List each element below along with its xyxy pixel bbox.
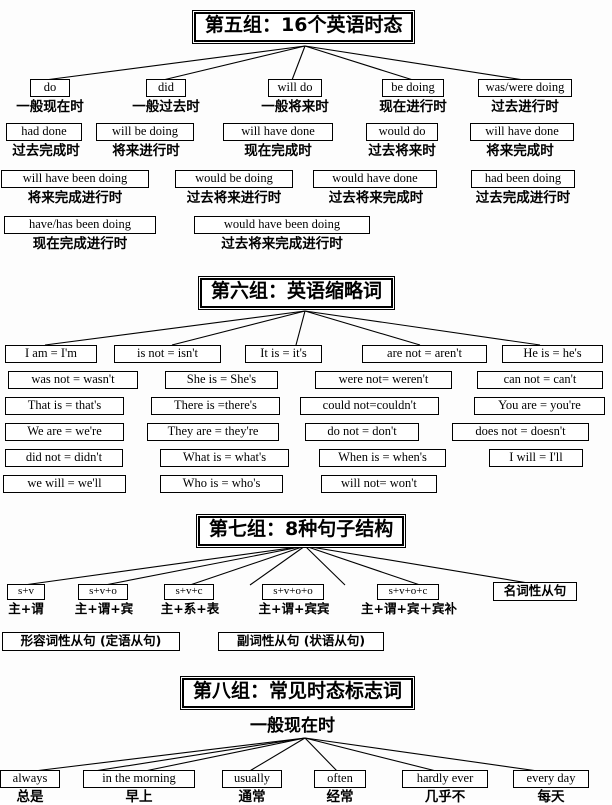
contraction-box[interactable]: That is = that's <box>5 397 124 415</box>
contraction-box[interactable]: does not = doesn't <box>452 423 589 441</box>
tense-label: 将来完成时 <box>486 143 554 159</box>
section-title-group5: 第五组：16个英语时态 <box>192 10 416 44</box>
contraction-box[interactable]: I am = I'm <box>5 345 97 363</box>
section-title-group6: 第六组：英语缩略词 <box>198 276 396 310</box>
tense-label: 将来完成进行时 <box>27 190 123 206</box>
marker-label: 总是 <box>16 789 44 805</box>
tense-label: 过去完成时 <box>12 143 80 159</box>
tense-label: 将来进行时 <box>112 143 180 159</box>
tense-box[interactable]: will be doing <box>96 123 194 141</box>
group8-subtitle: 一般现在时 <box>250 716 335 736</box>
contraction-box[interactable]: we will = we'll <box>3 475 126 493</box>
pattern-label: 主+系+表 <box>160 601 220 616</box>
tense-box[interactable]: had been doing <box>471 170 575 188</box>
tense-label: 一般将来时 <box>261 99 329 115</box>
contraction-box[interactable]: They are = they're <box>147 423 279 441</box>
contraction-box[interactable]: We are = we're <box>5 423 124 441</box>
tense-label: 过去进行时 <box>491 99 559 115</box>
pattern-box[interactable]: s+v <box>7 584 45 600</box>
contraction-box[interactable]: can not = can't <box>477 371 603 389</box>
marker-label: 早上 <box>125 789 153 805</box>
contraction-box[interactable]: I will = I'll <box>489 449 583 467</box>
section-title-group6-text: 第六组：英语缩略词 <box>200 278 394 308</box>
contraction-box[interactable]: Who is = who's <box>160 475 283 493</box>
contraction-box[interactable]: did not = didn't <box>5 449 123 467</box>
contraction-box[interactable]: will not= won't <box>321 475 437 493</box>
contraction-box[interactable]: He is = he's <box>502 345 603 363</box>
contraction-box[interactable]: is not = isn't <box>114 345 221 363</box>
contraction-box[interactable]: are not = aren't <box>362 345 487 363</box>
tense-box[interactable]: had done <box>6 123 82 141</box>
tense-box[interactable]: did <box>146 79 186 97</box>
pattern-label: 主+谓+宾 <box>74 601 134 616</box>
tense-label: 现在进行时 <box>379 99 447 115</box>
contraction-box[interactable]: could not=couldn't <box>300 397 439 415</box>
tense-label: 一般过去时 <box>132 99 200 115</box>
tense-box[interactable]: would have done <box>313 170 437 188</box>
tense-box[interactable]: would have been doing <box>194 216 370 234</box>
contraction-box[interactable]: When is = when's <box>319 449 446 467</box>
section-title-group7: 第七组：8种句子结构 <box>196 514 407 548</box>
tense-label: 过去将来进行时 <box>186 190 282 206</box>
marker-label: 几乎不 <box>424 789 466 805</box>
contraction-box[interactable]: It is = it's <box>245 345 322 363</box>
tense-box[interactable]: would do <box>366 123 438 141</box>
tense-box[interactable]: would be doing <box>175 170 293 188</box>
tense-box[interactable]: do <box>30 79 70 97</box>
contraction-box[interactable]: was not = wasn't <box>8 371 138 389</box>
tense-box[interactable]: be doing <box>382 79 444 97</box>
pattern-label: 主+谓+宾＋宾补 <box>361 601 457 616</box>
pattern-box[interactable]: s+v+o <box>78 584 128 600</box>
clause-box[interactable]: 副词性从句 (状语从句) <box>218 632 384 651</box>
tense-box[interactable]: will have done <box>223 123 333 141</box>
marker-box[interactable]: hardly ever <box>402 770 488 788</box>
contraction-box[interactable]: What is = what's <box>160 449 289 467</box>
contraction-box[interactable]: were not= weren't <box>315 371 452 389</box>
tense-box[interactable]: will do <box>268 79 322 97</box>
tense-label: 过去将来时 <box>368 143 436 159</box>
pattern-box[interactable]: s+v+c <box>164 584 214 600</box>
tense-box[interactable]: have/has been doing <box>4 216 156 234</box>
clause-box[interactable]: 形容词性从句 (定语从句) <box>2 632 180 651</box>
tense-box[interactable]: was/were doing <box>478 79 572 97</box>
tense-label: 一般现在时 <box>16 99 84 115</box>
pattern-label: 主+谓+宾宾 <box>258 601 330 616</box>
section-title-group8: 第八组：常见时态标志词 <box>180 676 416 710</box>
section-title-group7-text: 第七组：8种句子结构 <box>198 516 405 546</box>
marker-box[interactable]: usually <box>222 770 282 788</box>
tense-label: 现在完成进行时 <box>32 236 128 252</box>
marker-box[interactable]: often <box>314 770 366 788</box>
pattern-label: 主+谓 <box>8 601 44 616</box>
tense-label: 过去将来完成进行时 <box>221 236 343 252</box>
tense-label: 现在完成时 <box>244 143 312 159</box>
pattern-box[interactable]: s+v+o+o <box>262 584 324 600</box>
section-title-group5-text: 第五组：16个英语时态 <box>194 12 414 42</box>
marker-label: 通常 <box>238 789 266 805</box>
contraction-box[interactable]: She is = She's <box>165 371 278 389</box>
contraction-box[interactable]: You are = you're <box>474 397 605 415</box>
marker-label: 每天 <box>537 789 565 805</box>
tense-label: 过去将来完成时 <box>328 190 424 206</box>
tense-box[interactable]: will have done <box>470 123 574 141</box>
marker-box[interactable]: every day <box>513 770 589 788</box>
marker-box[interactable]: always <box>0 770 60 788</box>
pattern-box[interactable]: s+v+o+c <box>377 584 439 600</box>
section-title-group8-text: 第八组：常见时态标志词 <box>182 678 414 708</box>
clause-box[interactable]: 名词性从句 <box>493 582 577 601</box>
tense-box[interactable]: will have been doing <box>1 170 149 188</box>
marker-label: 经常 <box>326 789 354 805</box>
contraction-box[interactable]: do not = don't <box>305 423 419 441</box>
tense-label: 过去完成进行时 <box>475 190 571 206</box>
marker-box[interactable]: in the morning <box>83 770 195 788</box>
contraction-box[interactable]: There is =there's <box>151 397 280 415</box>
